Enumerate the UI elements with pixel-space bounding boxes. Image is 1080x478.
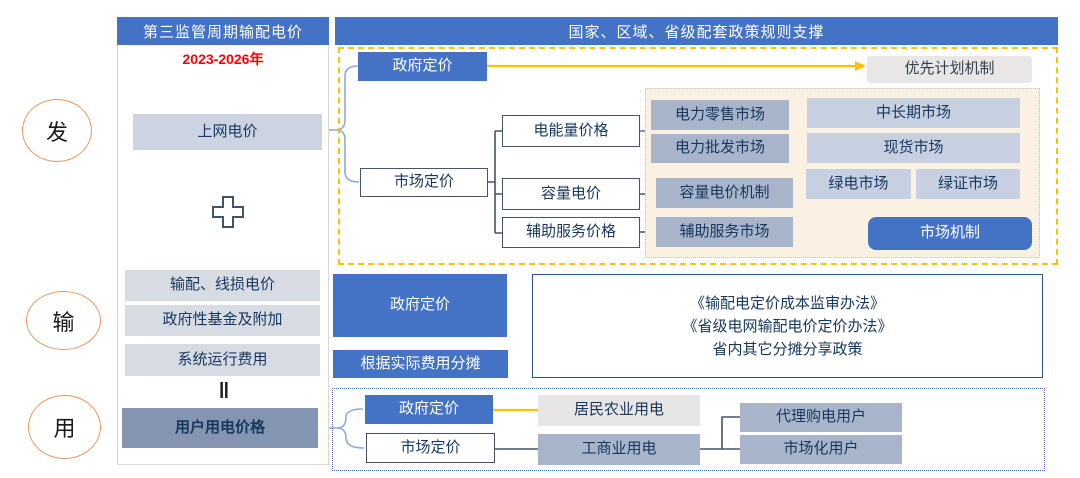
policy-documents-box: 《输配电定价成本监审办法》 《省级电网输配电价定价办法》 省内其它分摊分享政策 <box>532 274 1043 378</box>
left-panel <box>117 17 329 465</box>
wholesale-market-box: 电力批发市场 <box>651 134 789 163</box>
trans-gov-pricing-box: 政府定价 <box>333 274 507 337</box>
agent-purchase-users-box: 代理购电用户 <box>740 403 902 432</box>
industrial-commercial-box: 工商业用电 <box>538 434 700 465</box>
green-power-market-box: 绿电市场 <box>806 169 911 199</box>
use-market-pricing-box: 市场定价 <box>366 433 495 463</box>
capacity-price-box: 容量电价 <box>502 178 640 210</box>
market-mechanism-box: 市场机制 <box>868 217 1032 250</box>
consumption-dotted-box <box>332 388 1045 471</box>
retail-market-box: 电力零售市场 <box>651 100 789 130</box>
stage-circle-generation: 发 <box>22 99 92 162</box>
stage-label-transmission: 输 <box>52 309 75 335</box>
right-panel-header: 国家、区域、省级配套政策规则支撑 <box>335 17 1058 45</box>
green-cert-market-box: 绿证市场 <box>916 169 1020 199</box>
policy-line-2: 《省级电网输配电价定价办法》 <box>682 317 893 335</box>
user-price-box: 用户用电价格 <box>122 408 318 448</box>
regulatory-period-label: 2023-2026年 <box>182 51 264 67</box>
stage-circle-transmission: 输 <box>26 291 101 350</box>
generation-policy-dashed-box <box>338 47 1058 265</box>
td-loss-price-box: 输配、线损电价 <box>125 270 320 301</box>
cost-allocation-box: 根据实际费用分摊 <box>333 350 508 378</box>
system-cost-box: 系统运行费用 <box>125 344 320 376</box>
gen-gov-pricing-box: 政府定价 <box>358 52 487 81</box>
stage-label-consumption: 用 <box>53 416 76 441</box>
ancillary-price-box: 辅助服务价格 <box>502 217 640 248</box>
equals-icon: ‖ <box>218 378 230 403</box>
ancillary-market-box: 辅助服务市场 <box>656 217 793 247</box>
left-panel-header: 第三监管周期输配电价 <box>117 17 329 45</box>
policy-line-3: 省内其它分摊分享政策 <box>712 340 863 358</box>
market-users-box: 市场化用户 <box>740 435 902 464</box>
capacity-mechanism-box: 容量电价机制 <box>656 178 793 208</box>
priority-plan-box: 优先计划机制 <box>867 56 1032 83</box>
stage-label-generation: 发 <box>45 119 68 145</box>
gen-market-pricing-box: 市场定价 <box>360 168 488 197</box>
medium-long-term-market-box: 中长期市场 <box>807 98 1020 128</box>
grid-price-box: 上网电价 <box>133 114 322 150</box>
plus-icon <box>212 196 244 228</box>
use-gov-pricing-box: 政府定价 <box>365 395 493 424</box>
energy-price-box: 电能量价格 <box>502 115 640 147</box>
policy-line-1: 《输配电定价成本监审办法》 <box>689 294 885 312</box>
spot-market-box: 现货市场 <box>807 133 1020 163</box>
residential-agricultural-box: 居民农业用电 <box>538 395 700 426</box>
stage-circle-consumption: 用 <box>28 395 101 459</box>
gov-funds-box: 政府性基金及附加 <box>125 305 320 336</box>
